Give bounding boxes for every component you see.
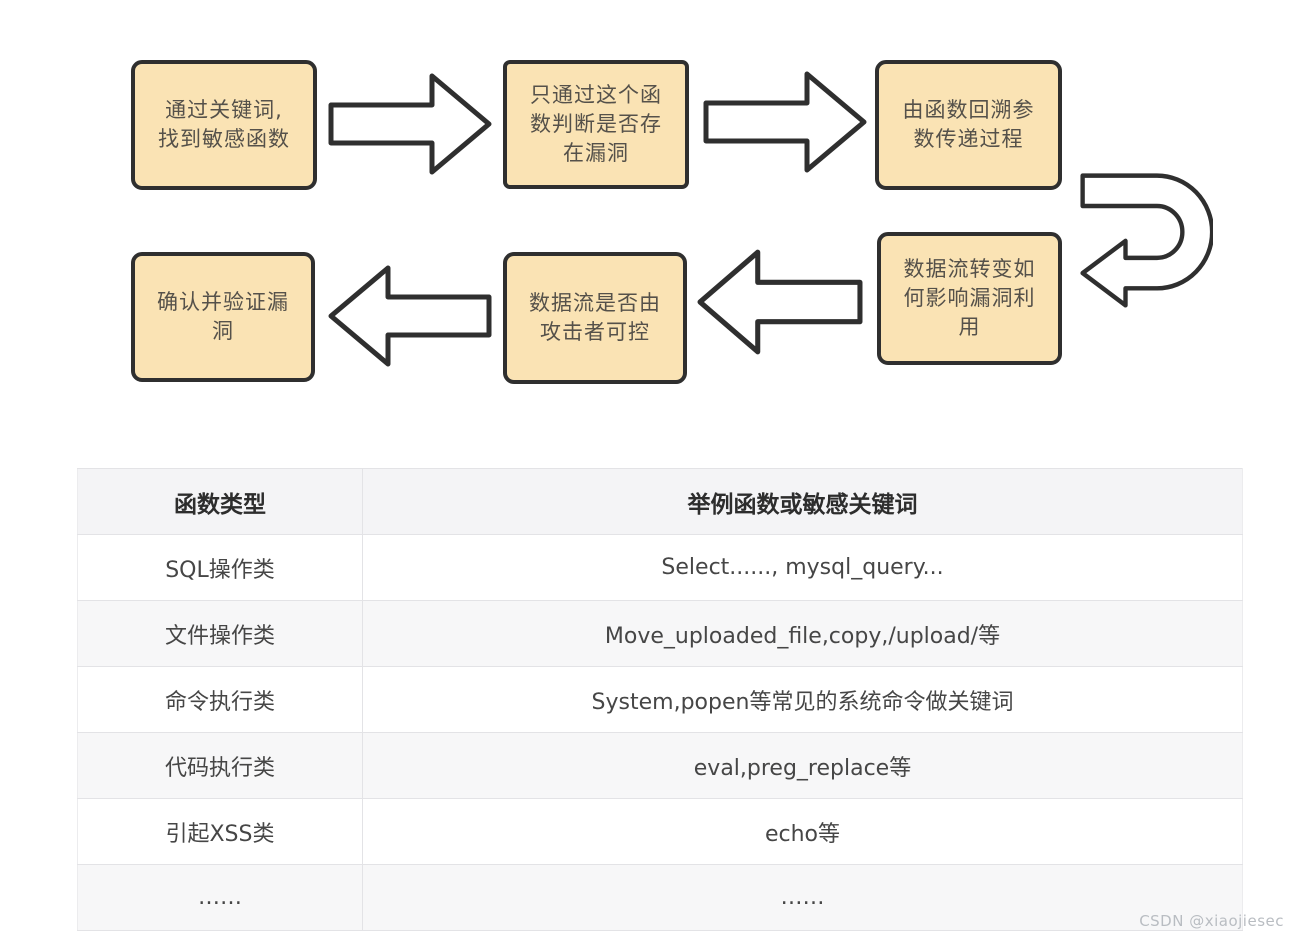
u-turn-arrow-icon xyxy=(1080,173,1213,308)
flow-step-label: 确认并验证漏 洞 xyxy=(157,290,289,343)
arrow-left-icon xyxy=(328,265,492,367)
table-row: 引起XSS类 echo等 xyxy=(77,798,1243,865)
arrow-left-icon xyxy=(697,249,863,355)
csdn-watermark: CSDN @xiaojiesec xyxy=(1139,912,1284,930)
cell-function-type: 代码执行类 xyxy=(77,732,363,799)
flow-step-label: 通过关键词, 找到敏感函数 xyxy=(158,98,290,151)
table-header-row: 函数类型 举例函数或敏感关键词 xyxy=(77,468,1243,535)
flow-step-label: 数据流是否由 攻击者可控 xyxy=(529,291,661,344)
column-header-example-keywords: 举例函数或敏感关键词 xyxy=(362,468,1243,535)
arrow-right-icon xyxy=(328,70,492,178)
flow-step-attacker-controllable-dataflow: 数据流是否由 攻击者可控 xyxy=(503,252,687,384)
cell-example-keywords: eval,preg_replace等 xyxy=(362,732,1243,799)
cell-function-type: …… xyxy=(77,864,363,931)
cell-example-keywords: System,popen等常见的系统命令做关键词 xyxy=(362,666,1243,733)
flow-step-label: 数据流转变如 何影响漏洞利 用 xyxy=(903,257,1036,339)
flow-step-judge-vulnerability-by-function: 只通过这个函 数判断是否存 在漏洞 xyxy=(503,60,689,189)
table-row: 命令执行类 System,popen等常见的系统命令做关键词 xyxy=(77,666,1243,733)
flow-step-label: 只通过这个函 数判断是否存 在漏洞 xyxy=(530,83,662,165)
arrow-right-icon xyxy=(703,68,867,176)
arrow-right-icon xyxy=(703,71,867,173)
column-header-function-type: 函数类型 xyxy=(77,468,363,535)
cell-function-type: 命令执行类 xyxy=(77,666,363,733)
cell-example-keywords: Move_uploaded_file,copy,/upload/等 xyxy=(362,600,1243,667)
u-turn-arrow-icon xyxy=(1080,172,1213,308)
table-row: …… …… xyxy=(77,864,1243,931)
cell-example-keywords: …… xyxy=(362,864,1243,931)
flow-step-find-sensitive-functions: 通过关键词, 找到敏感函数 xyxy=(131,60,317,190)
table-row: 代码执行类 eval,preg_replace等 xyxy=(77,732,1243,799)
flow-step-label: 由函数回溯参 数传递过程 xyxy=(902,98,1035,151)
cell-function-type: 文件操作类 xyxy=(77,600,363,667)
arrow-right-icon xyxy=(328,73,492,175)
table-row: SQL操作类 Select......, mysql_query... xyxy=(77,534,1243,601)
function-keyword-table: 函数类型 举例函数或敏感关键词 SQL操作类 Select......, mys… xyxy=(77,468,1243,931)
flow-step-confirm-and-verify-vulnerability: 确认并验证漏 洞 xyxy=(131,252,315,382)
arrow-left-icon xyxy=(697,246,863,358)
cell-example-keywords: echo等 xyxy=(362,798,1243,865)
flow-step-trace-parameter-passing: 由函数回溯参 数传递过程 xyxy=(875,60,1062,190)
arrow-left-icon xyxy=(328,262,492,370)
flow-step-dataflow-impact-on-exploit: 数据流转变如 何影响漏洞利 用 xyxy=(877,232,1062,365)
cell-example-keywords: Select......, mysql_query... xyxy=(362,534,1243,601)
cell-function-type: SQL操作类 xyxy=(77,534,363,601)
table-row: 文件操作类 Move_uploaded_file,copy,/upload/等 xyxy=(77,600,1243,667)
cell-function-type: 引起XSS类 xyxy=(77,798,363,865)
